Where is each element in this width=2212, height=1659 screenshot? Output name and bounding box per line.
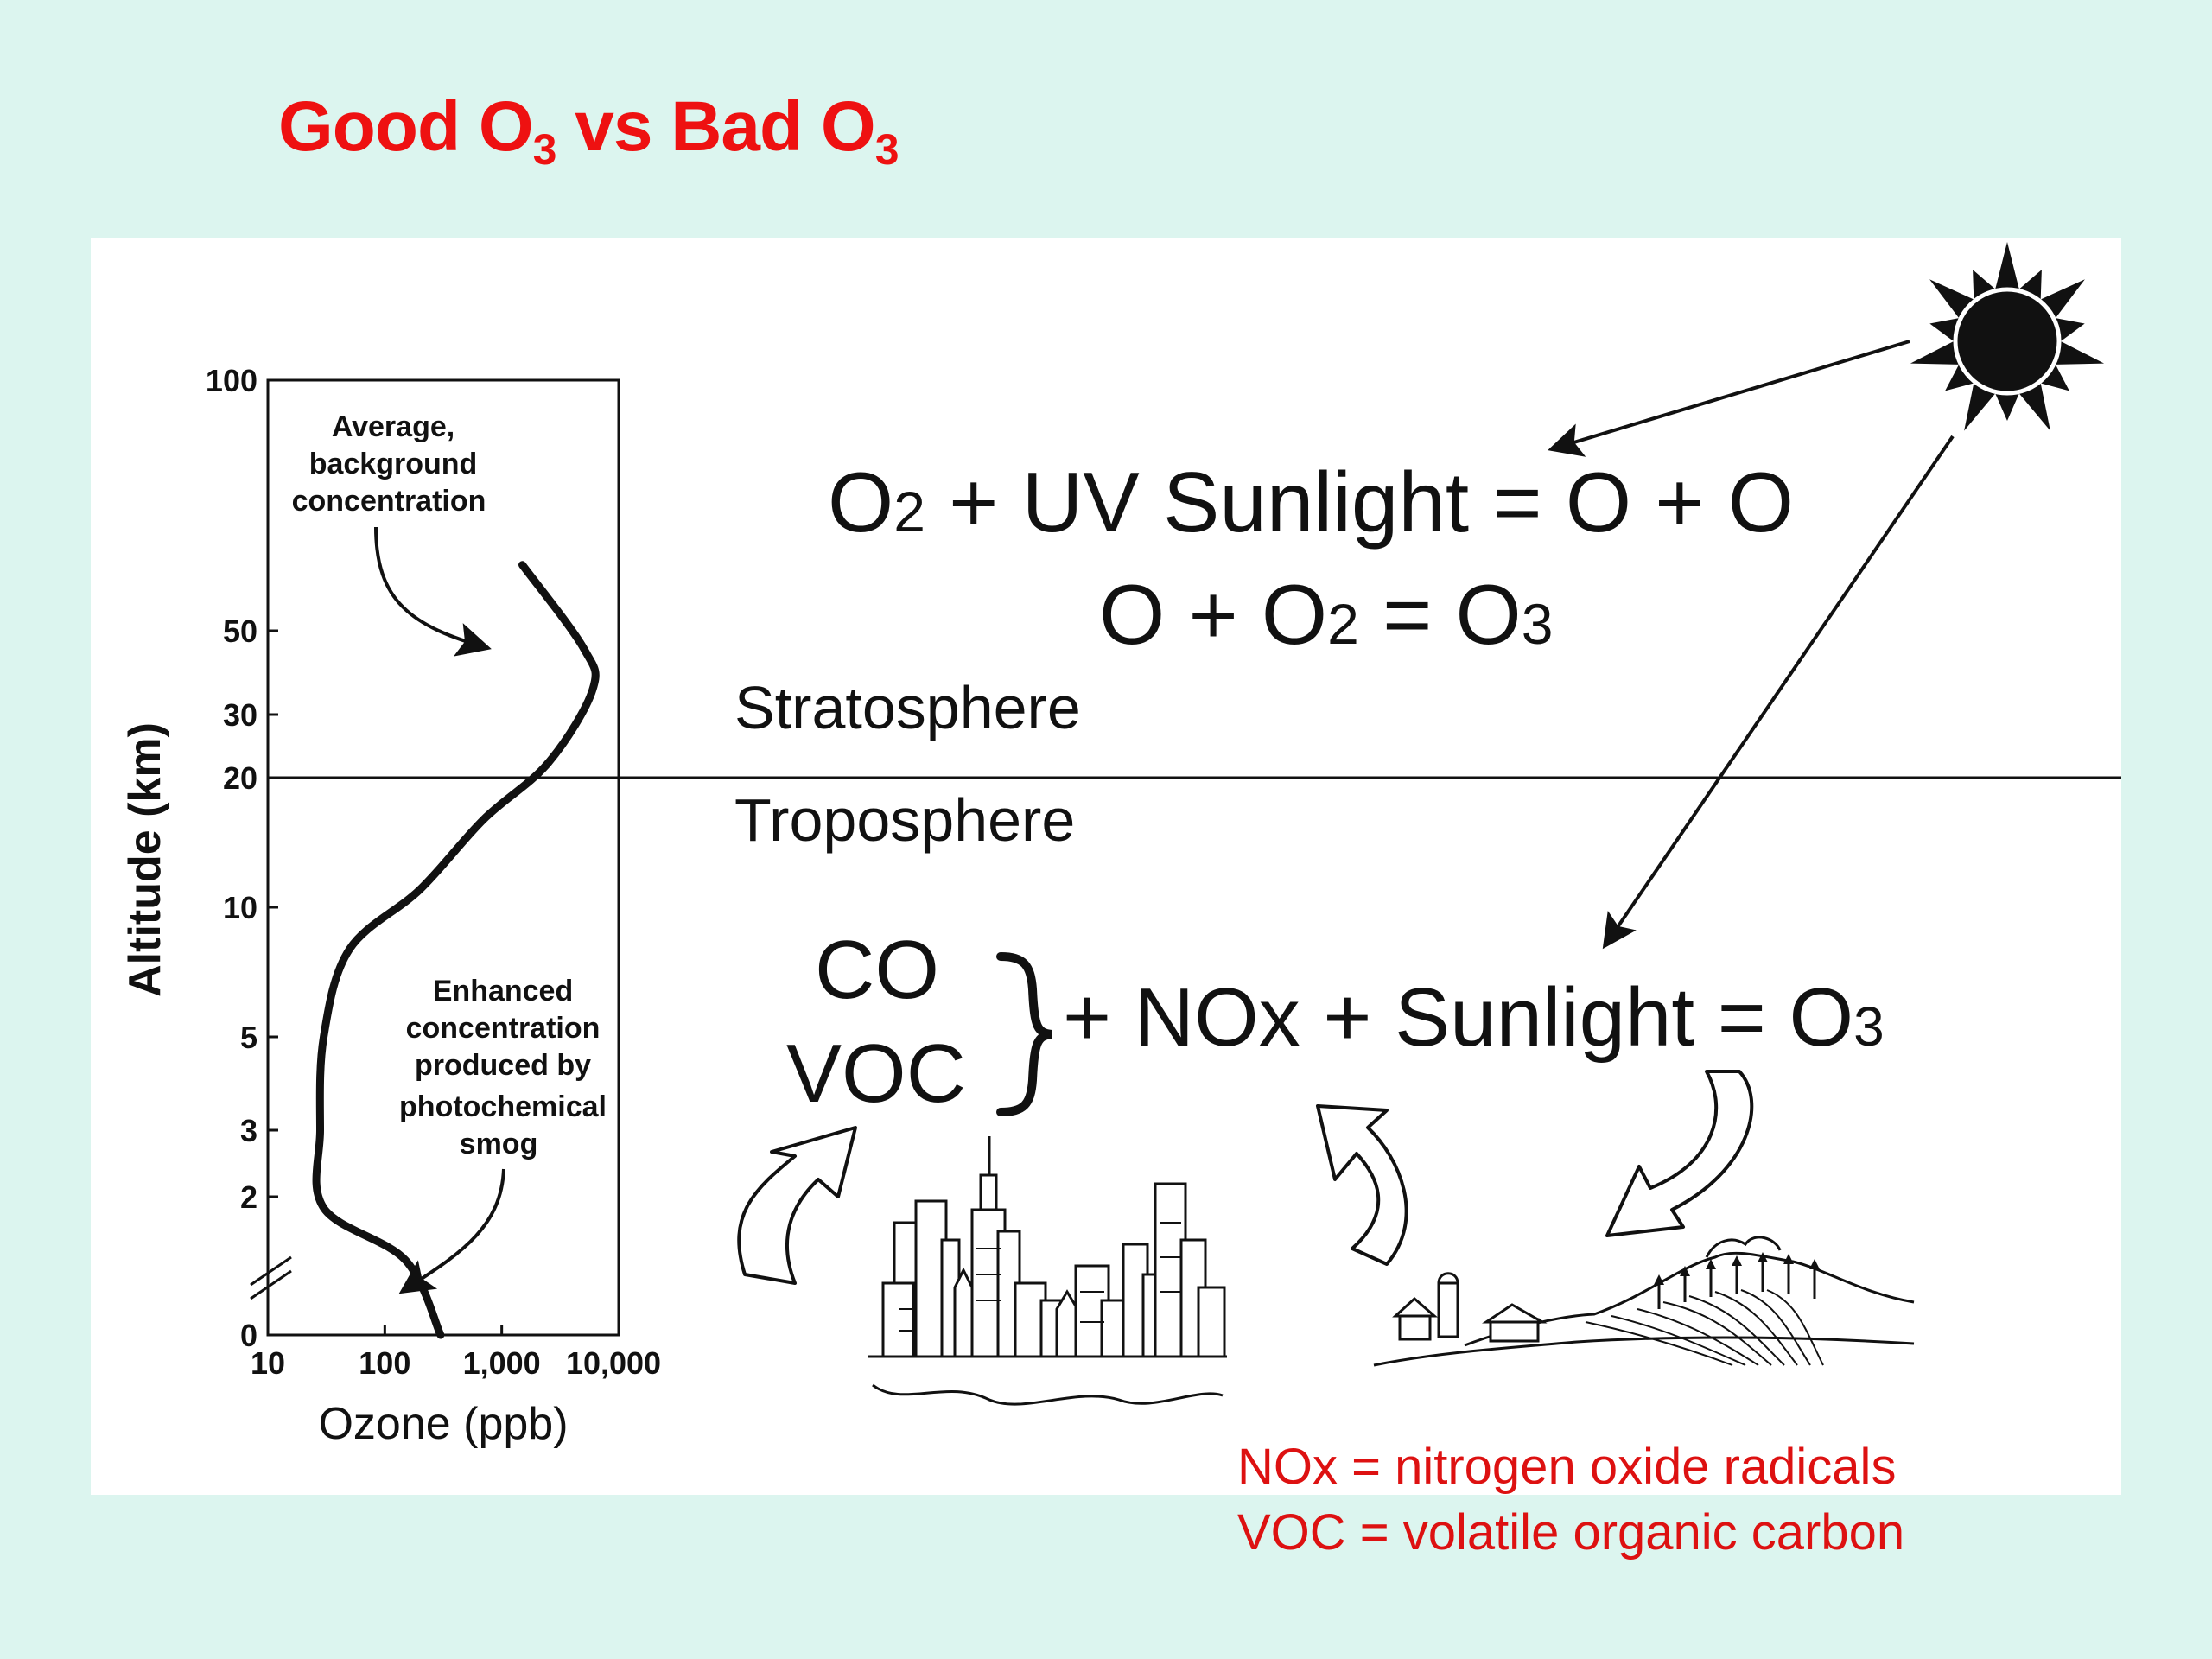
emission-arrow-farm: [1316, 1104, 1408, 1266]
annotation-enhanced-line5: smog: [460, 1128, 538, 1160]
y-axis-label: Altitude (km): [120, 722, 170, 997]
annotation-enhanced-arrow: [398, 1168, 505, 1294]
annotation-enhanced-line3: produced by: [415, 1049, 591, 1082]
y-tick-label: 2: [240, 1179, 257, 1215]
y-tick-label: 50: [223, 613, 257, 649]
voc-label: VOC: [786, 1027, 966, 1120]
y-tick-label: 100: [206, 363, 257, 398]
co-label: CO: [815, 924, 939, 1016]
emission-arrow-city: [737, 1126, 857, 1285]
annotation-background-line3: concentration: [292, 485, 486, 518]
city-skyline-icon: [868, 1136, 1227, 1406]
y-tick-label: 3: [240, 1113, 257, 1148]
y-tick-label: 20: [223, 760, 257, 796]
annotation-background-line2: background: [309, 448, 478, 480]
equation-ozone-formation: O + O2 = O3: [1099, 567, 1554, 662]
x-tick-label: 10,000: [566, 1345, 661, 1381]
annotation-background-line1: Average,: [332, 410, 454, 443]
title-good: Good O: [278, 87, 534, 166]
farm-landscape-icon: [1373, 1236, 1915, 1367]
x-axis-label: Ozone (ppb): [318, 1399, 568, 1449]
ozone-arrow-landscape: [1605, 1070, 1754, 1237]
x-tick-label: 100: [359, 1345, 410, 1381]
x-ticks: 10 100 1,000 10,000: [251, 1325, 661, 1381]
y-tick-label: 30: [223, 697, 257, 733]
axis-break-mark: [250, 1255, 292, 1300]
troposphere-label: Troposphere: [734, 786, 1075, 854]
annotation-background: Average, background concentration: [292, 410, 486, 518]
legend: NOx = nitrogen oxide radicals VOC = vola…: [1237, 1434, 1904, 1566]
title-subscript-1: 3: [532, 125, 557, 174]
equation-photolysis: O2 + UV Sunlight = O + O: [828, 454, 1794, 550]
x-tick-label: 1,000: [463, 1345, 541, 1381]
slide-title: Good O3 vs Bad O3: [278, 86, 899, 175]
legend-nox: NOx = nitrogen oxide radicals: [1237, 1439, 1897, 1495]
y-tick-label: 5: [240, 1020, 257, 1055]
legend-voc: VOC = volatile organic carbon: [1237, 1504, 1905, 1560]
sunlight-arrow-stratosphere: [1548, 340, 1910, 457]
annotation-enhanced: Enhanced concentration produced by photo…: [399, 975, 607, 1160]
stratosphere-label: Stratosphere: [734, 674, 1081, 741]
sunlight-arrow-troposphere: [1602, 435, 1955, 950]
y-tick-label: 0: [240, 1318, 257, 1353]
annotation-enhanced-line4: photochemical: [399, 1090, 607, 1123]
y-tick-label: 10: [223, 890, 257, 925]
annotation-background-arrow: [374, 526, 492, 657]
annotation-enhanced-line1: Enhanced: [433, 975, 573, 1007]
x-tick-label: 10: [251, 1345, 285, 1381]
title-subscript-2: 3: [874, 125, 899, 174]
title-vs: vs Bad O: [556, 87, 875, 166]
sun-icon: [1910, 242, 2105, 431]
equation-smog: + NOx + Sunlight = O3: [1063, 971, 1885, 1064]
annotation-enhanced-line2: concentration: [406, 1012, 601, 1045]
ozone-profile-line: [312, 561, 600, 1339]
brace: [996, 952, 1052, 1116]
